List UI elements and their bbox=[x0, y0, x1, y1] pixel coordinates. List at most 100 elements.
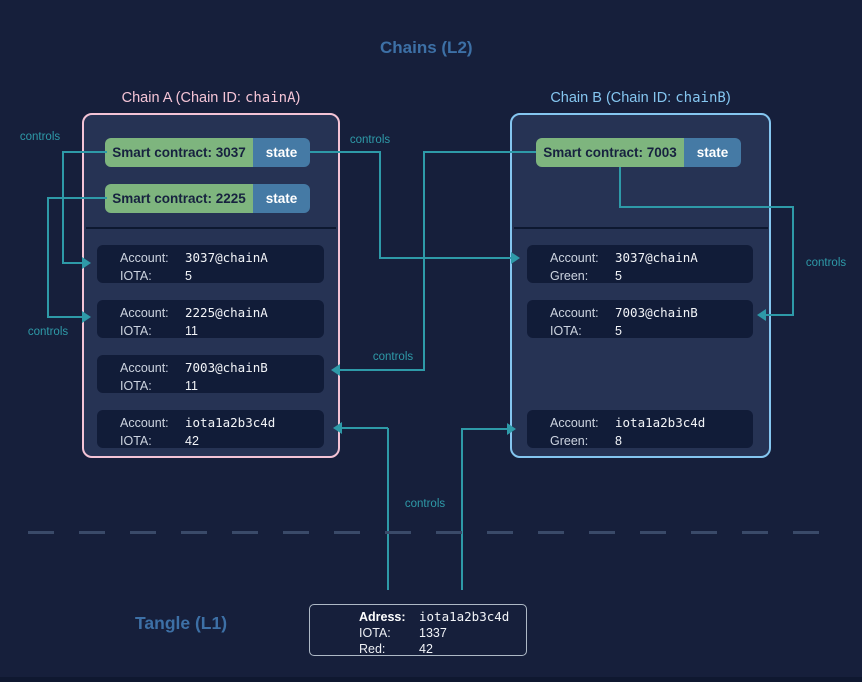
balance-label: IOTA: bbox=[120, 434, 152, 448]
balance-label: IOTA: bbox=[120, 324, 152, 338]
connector-segment bbox=[423, 151, 425, 371]
connector-segment bbox=[766, 314, 793, 316]
smart-contract-7003-label: Smart contract: 7003 bbox=[536, 138, 684, 167]
connector-segment bbox=[62, 262, 83, 264]
balance-label: IOTA: bbox=[550, 324, 582, 338]
chain-b-title: Chain B (Chain ID: chainB) bbox=[510, 90, 771, 106]
controls-label: controls bbox=[805, 257, 847, 269]
balance-value: 11 bbox=[185, 324, 198, 338]
connector-segment bbox=[461, 429, 463, 590]
controls-label: controls bbox=[19, 131, 61, 143]
controls-label: controls bbox=[404, 498, 446, 510]
chain-a-box bbox=[82, 113, 340, 458]
account-label: Account: bbox=[550, 251, 599, 265]
controls-label: controls bbox=[27, 326, 69, 338]
balance-label: Green: bbox=[550, 434, 589, 448]
account-value: iota1a2b3c4d bbox=[615, 415, 706, 430]
smart-contract-3037-state-badge: state bbox=[253, 138, 310, 167]
chain-b-box bbox=[510, 113, 771, 458]
arrowhead-icon bbox=[757, 309, 766, 321]
tangle-l1-heading: Tangle (L1) bbox=[135, 613, 228, 633]
controls-label: controls bbox=[349, 134, 391, 146]
balance-value: 5 bbox=[185, 269, 192, 283]
smart-contract-2225-label: Smart contract: 2225 bbox=[105, 184, 253, 213]
balance-value: 5 bbox=[615, 324, 622, 338]
iota-label: IOTA: bbox=[359, 626, 391, 640]
connector-segment bbox=[461, 428, 508, 430]
chain-b-title-suffix: ) bbox=[725, 90, 731, 106]
connector-segment bbox=[62, 151, 64, 264]
account-value: 7003@chainB bbox=[185, 360, 268, 375]
arrowhead-icon bbox=[507, 423, 516, 435]
connector-segment bbox=[62, 151, 107, 153]
account-label: Account: bbox=[120, 306, 169, 320]
chain-a-divider bbox=[86, 227, 336, 229]
account-value: 2225@chainA bbox=[185, 305, 268, 320]
arrowhead-icon bbox=[333, 422, 342, 434]
connector-segment bbox=[379, 151, 381, 259]
balance-value: 8 bbox=[615, 434, 622, 448]
account-label: Account: bbox=[120, 361, 169, 375]
connector-segment bbox=[619, 206, 794, 208]
chain-a-title-suffix: ) bbox=[295, 90, 301, 106]
balance-value: 5 bbox=[615, 269, 622, 283]
controls-label: controls bbox=[372, 351, 414, 363]
chain-b-account-3037: Account: 3037@chainA Green: 5 bbox=[527, 245, 753, 283]
balance-label: IOTA: bbox=[120, 379, 152, 393]
account-value: 7003@chainB bbox=[615, 305, 698, 320]
connector-segment bbox=[619, 167, 621, 208]
account-label: Account: bbox=[550, 416, 599, 430]
account-value: iota1a2b3c4d bbox=[185, 415, 276, 430]
chain-a-account-2225: Account: 2225@chainA IOTA: 11 bbox=[97, 300, 324, 338]
arrowhead-icon bbox=[82, 257, 91, 269]
chain-b-account-7003: Account: 7003@chainB IOTA: 5 bbox=[527, 300, 753, 338]
arrowhead-icon bbox=[511, 252, 520, 264]
account-label: Account: bbox=[550, 306, 599, 320]
account-label: Account: bbox=[120, 416, 169, 430]
account-value: 3037@chainA bbox=[615, 250, 698, 265]
chain-a-account-7003: Account: 7003@chainB IOTA: 11 bbox=[97, 355, 324, 393]
arrowhead-icon bbox=[331, 364, 340, 376]
connector-segment bbox=[387, 428, 389, 590]
balance-value: 11 bbox=[185, 379, 198, 393]
iota-value: 1337 bbox=[419, 626, 447, 640]
l1-address-box: Adress: iota1a2b3c4d IOTA: 1337 Red: 42 bbox=[309, 604, 527, 656]
connector-segment bbox=[47, 197, 107, 199]
address-label: Adress: bbox=[359, 610, 406, 624]
smart-contract-3037-label: Smart contract: 3037 bbox=[105, 138, 253, 167]
red-label: Red: bbox=[359, 642, 386, 656]
chain-a-id: chainA bbox=[244, 90, 296, 106]
arrowhead-icon bbox=[82, 311, 91, 323]
chain-b-divider bbox=[514, 227, 768, 229]
smart-contract-7003-state-badge: state bbox=[684, 138, 741, 167]
chain-a-title-prefix: Chain A (Chain ID: bbox=[121, 90, 245, 106]
connector-segment bbox=[340, 369, 425, 371]
chains-l2-heading: Chains (L2) bbox=[380, 38, 473, 57]
smart-contract-7003: Smart contract: 7003 state bbox=[536, 138, 741, 167]
balance-label: IOTA: bbox=[120, 269, 152, 283]
chain-b-account-iota1a2b3c4d: Account: iota1a2b3c4d Green: 8 bbox=[527, 410, 753, 448]
smart-contract-3037: Smart contract: 3037 state bbox=[105, 138, 310, 167]
red-value: 42 bbox=[419, 642, 433, 656]
connector-segment bbox=[792, 206, 794, 316]
smart-contract-2225: Smart contract: 2225 state bbox=[105, 184, 310, 213]
connector-segment bbox=[379, 257, 512, 259]
chain-a-account-3037: Account: 3037@chainA IOTA: 5 bbox=[97, 245, 324, 283]
bottom-edge-strip bbox=[0, 677, 862, 682]
connector-segment bbox=[47, 197, 49, 318]
balance-value: 42 bbox=[185, 434, 199, 448]
chain-a-title: Chain A (Chain ID: chainA) bbox=[82, 90, 340, 106]
connector-segment bbox=[47, 316, 83, 318]
connector-segment bbox=[424, 151, 536, 153]
chain-a-account-iota1a2b3c4d: Account: iota1a2b3c4d IOTA: 42 bbox=[97, 410, 324, 448]
address-value: iota1a2b3c4d bbox=[419, 609, 510, 624]
smart-contract-2225-state-badge: state bbox=[253, 184, 310, 213]
account-value: 3037@chainA bbox=[185, 250, 268, 265]
account-label: Account: bbox=[120, 251, 169, 265]
connector-segment bbox=[310, 151, 380, 153]
chain-b-title-prefix: Chain B (Chain ID: bbox=[550, 90, 676, 106]
layer-separator-dashed-line bbox=[28, 531, 838, 534]
balance-label: Green: bbox=[550, 269, 589, 283]
connector-segment bbox=[342, 427, 388, 429]
